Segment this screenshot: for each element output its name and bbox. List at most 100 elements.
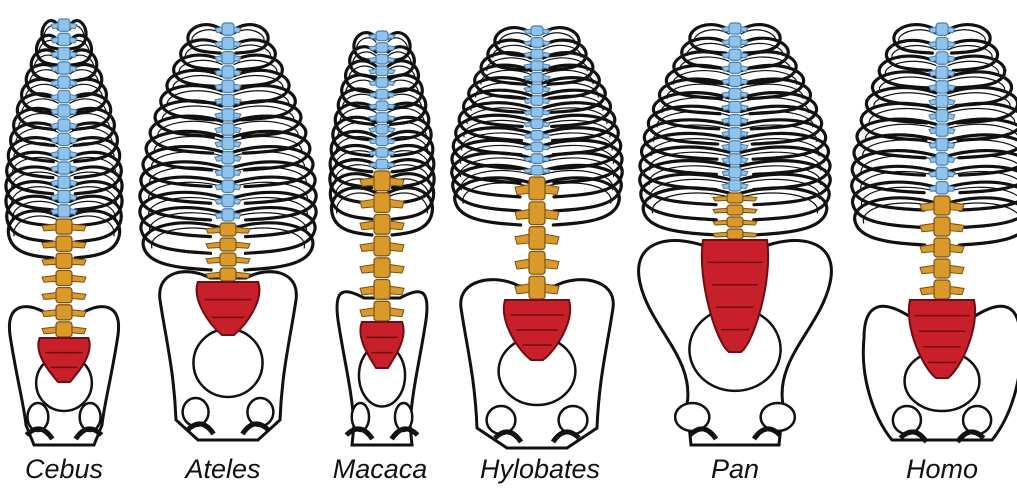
thoracic-vertebra [936,110,948,122]
thoracic-transverse-process [234,98,241,104]
thoracic-transverse-process [543,110,550,115]
lumbar-transverse-process [72,310,86,317]
thoracic-transverse-process [215,170,222,176]
thoracic-vertebra [936,124,948,136]
thoracic-transverse-process [543,157,550,162]
thoracic-transverse-process [948,56,955,62]
thoracic-vertebra [58,148,70,160]
thoracic-transverse-process [948,99,955,105]
thoracic-transverse-process [948,114,955,120]
thoracic-transverse-process [929,186,936,192]
thoracic-transverse-process [543,134,550,139]
lumbar-transverse-process [743,208,757,213]
label-macaca: Macaca [333,454,428,484]
lumbar-transverse-process [920,286,934,294]
thoracic-vertebra [531,131,543,141]
lumbar-transverse-process [713,196,727,201]
thoracic-transverse-process [388,151,395,156]
thoracic-transverse-process [741,184,748,189]
thoracic-vertebra [729,154,741,165]
thoracic-transverse-process [722,184,729,189]
lumbar-transverse-process [72,224,86,231]
thoracic-transverse-process [722,79,729,84]
lumbar-transverse-process [236,227,250,233]
thoracic-vertebra [729,128,741,139]
thoracic-transverse-process [215,70,222,76]
thoracic-vertebra [58,162,70,174]
thoracic-vertebra [58,62,70,74]
thoracic-transverse-process [369,151,376,156]
thoracic-transverse-process [215,184,222,190]
thoracic-transverse-process [948,41,955,47]
thoracic-vertebra [222,209,234,221]
lumbar-transverse-process [545,185,559,195]
thoracic-transverse-process [929,128,936,134]
thoracic-transverse-process [70,94,77,100]
thoracic-transverse-process [388,46,395,51]
thoracic-transverse-process [741,105,748,110]
lumbar-vertebra [934,196,950,215]
lumbar-transverse-process [72,327,86,334]
lumbar-transverse-process [72,258,86,265]
thoracic-transverse-process [524,99,531,104]
lumbar-vertebra [374,258,390,278]
lumbar-transverse-process [920,223,934,231]
thoracic-transverse-process [51,94,58,100]
thoracic-vertebra [376,54,388,64]
thoracic-transverse-process [524,64,531,69]
lumbar-transverse-process [950,286,964,294]
thoracic-vertebra [222,137,234,149]
lumbar-transverse-process [920,265,934,273]
lumbar-transverse-process [743,220,757,225]
lumbar-transverse-process [236,242,250,248]
thoracic-transverse-process [524,41,531,46]
skeleton-cebus [6,19,122,445]
thoracic-vertebra [531,154,543,164]
skeleton-hylobates [452,26,622,448]
lumbar-vertebra [220,223,236,236]
lumbar-transverse-process [236,257,250,263]
lumbar-vertebra [56,288,72,303]
lumbar-vertebra [529,177,545,200]
thoracic-transverse-process [524,134,531,139]
thoracic-transverse-process [388,104,395,109]
thoracic-vertebra [376,159,388,169]
thoracic-transverse-process [722,144,729,149]
thoracic-transverse-process [741,53,748,58]
lumbar-transverse-process [206,272,220,278]
skeleton-illustrations [6,19,1017,448]
lumbar-transverse-process [545,259,559,269]
thoracic-vertebra [376,66,388,76]
thoracic-transverse-process [70,209,77,215]
thoracic-vertebra [376,113,388,123]
thoracic-transverse-process [369,139,376,144]
label-homo: Homo [906,454,978,484]
lumbar-vertebra [56,322,72,337]
thoracic-transverse-process [524,145,531,150]
thoracic-transverse-process [741,92,748,97]
thoracic-transverse-process [234,198,241,204]
thoracic-vertebra [936,167,948,179]
thoracic-vertebra [531,38,543,48]
thoracic-vertebra [531,61,543,71]
thoracic-transverse-process [70,194,77,200]
thoracic-transverse-process [741,40,748,45]
lumbar-vertebra [56,253,72,268]
thoracic-transverse-process [388,69,395,74]
lumbar-vertebra [529,276,545,299]
label-hylobates: Hylobates [480,454,600,484]
lumbar-transverse-process [515,259,529,269]
thoracic-transverse-process [388,92,395,97]
thoracic-vertebra [531,119,543,129]
thoracic-transverse-process [722,40,729,45]
thoracic-transverse-process [234,170,241,176]
lumbar-transverse-process [390,221,404,230]
thoracic-transverse-process [369,57,376,62]
thoracic-transverse-process [741,118,748,123]
lumbar-vertebra [727,205,743,215]
obturator-foramen [487,406,516,434]
label-pan: Pan [711,454,759,484]
pelvic-inlet [193,329,262,397]
thoracic-vertebra [531,165,543,175]
thoracic-transverse-process [215,156,222,162]
